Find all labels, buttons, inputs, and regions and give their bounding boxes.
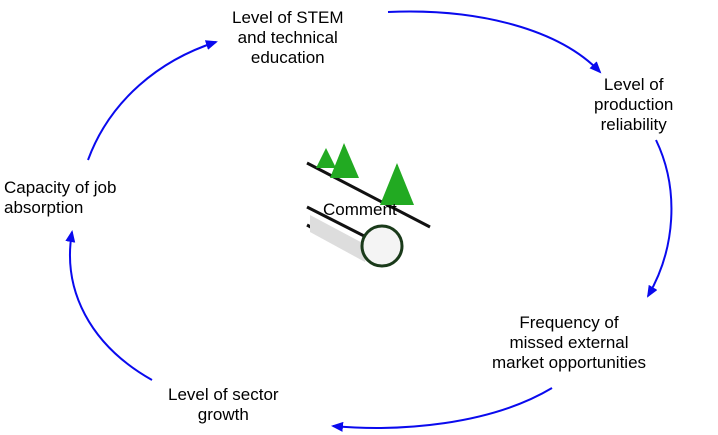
tree-icon (380, 163, 414, 205)
link-capacity-to-stem[interactable] (87, 40, 218, 161)
snowball-loop-icon (306, 143, 431, 268)
node-label-line: Capacity of job (4, 178, 117, 197)
node-label-line: market opportunities (492, 353, 647, 372)
node-label-line: Level of STEM (232, 8, 344, 27)
node-job-absorption[interactable]: Capacity of job absorption (4, 178, 116, 218)
tree-icon (330, 143, 359, 178)
link-growth-to-capacity[interactable] (65, 230, 153, 381)
node-label-line: Frequency of (519, 313, 619, 332)
node-sector-growth[interactable]: Level of sector growth (168, 385, 279, 425)
node-label-line: growth (197, 405, 249, 424)
link-frequency-to-growth[interactable] (331, 387, 553, 432)
node-label-line: Level of (603, 75, 664, 94)
node-missed-opportunities[interactable]: Frequency of missed external market oppo… (492, 313, 646, 373)
tree-icon (316, 148, 336, 168)
comment-label[interactable]: Comment (323, 200, 397, 219)
node-label-line: and technical (237, 28, 338, 47)
node-stem-education[interactable]: Level of STEM and technical education (232, 8, 344, 68)
link-stem-to-reliability[interactable] (387, 10, 602, 74)
node-label-line: absorption (4, 198, 84, 217)
node-label-line: production (594, 95, 674, 114)
link-reliability-to-frequency[interactable] (646, 139, 673, 298)
node-label-line: education (250, 48, 325, 67)
node-production-reliability[interactable]: Level of production reliability (594, 75, 673, 135)
node-label-line: missed external (509, 333, 629, 352)
node-label-line: reliability (600, 115, 667, 134)
node-label-line: Level of sector (168, 385, 279, 404)
